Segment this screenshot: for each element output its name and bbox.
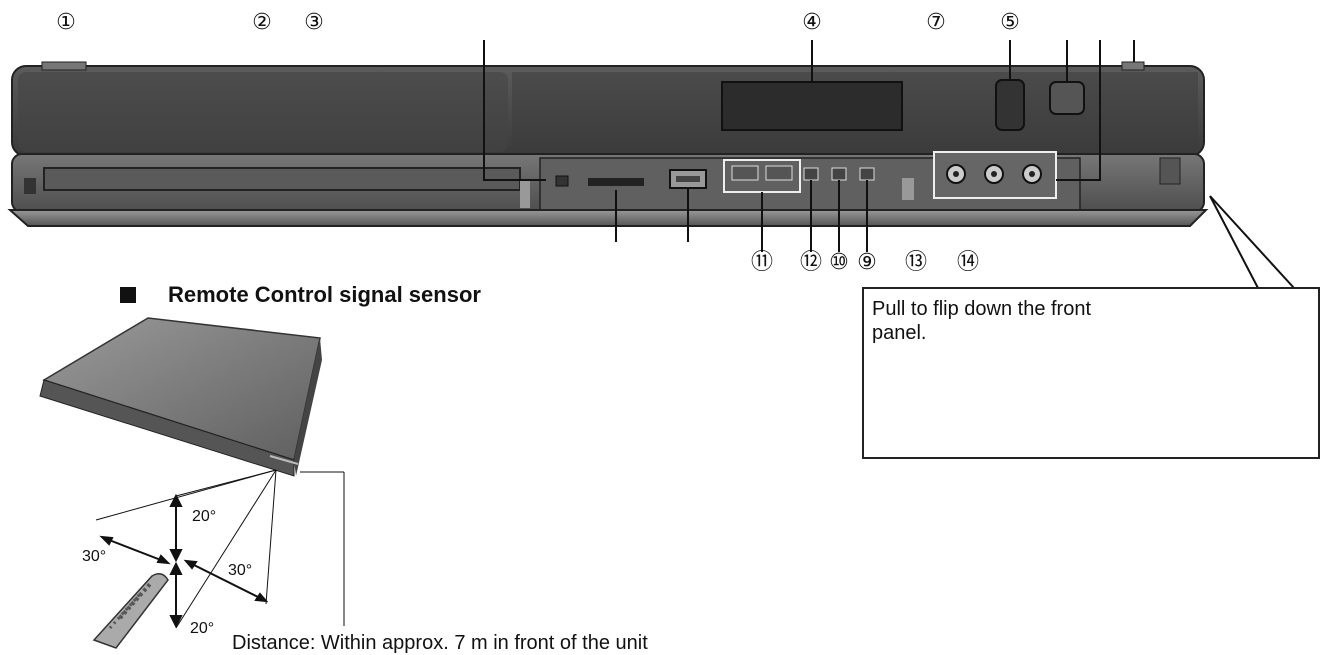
power-button: [1049, 81, 1085, 115]
bullet-square-icon: [120, 287, 136, 303]
unit-upper-body: [11, 65, 1205, 157]
callout-1: ①: [56, 10, 76, 35]
callout-13: ⑬: [904, 250, 927, 275]
callout-4: ④: [802, 10, 822, 35]
section-heading: Remote Control signal sensor: [120, 282, 481, 308]
flip-down-panel: [7, 209, 1209, 227]
sensor-angle-lines: [95, 469, 345, 629]
angle-label-left: 30°: [82, 548, 107, 565]
callout-12: ⑫: [799, 250, 822, 275]
top-right-tab: [1121, 61, 1145, 71]
callout-5: ⑤: [1000, 10, 1020, 35]
open-close-button: [41, 61, 87, 71]
angle-label-right: 30°: [228, 562, 253, 579]
callout-14: ⑭: [956, 250, 979, 275]
front-panel-callout-box: Pull to flip down the front panel.: [862, 287, 1320, 459]
small-button: [555, 175, 569, 187]
distance-note: Distance: Within approx. 7 m in front of…: [232, 632, 648, 654]
sd-card-slot: [588, 178, 644, 186]
disc-tray: [43, 167, 521, 191]
leader-lines: [483, 40, 1295, 289]
angle-arrows: [99, 493, 269, 629]
display-window: [721, 81, 903, 131]
callout-10: ⑩: [829, 250, 849, 275]
unit-lower-body: [11, 151, 1205, 213]
callout-7: ⑦: [926, 10, 946, 35]
callout-9: ⑨: [857, 250, 877, 275]
remote-control-illustration: [92, 573, 169, 649]
callout-3: ③: [304, 10, 324, 35]
unit-perspective-illustration: [39, 317, 322, 477]
section-heading-text: Remote Control signal sensor: [168, 282, 481, 307]
callout-2: ②: [252, 10, 272, 35]
front-panel-note: Pull to flip down the front panel.: [872, 298, 1092, 344]
callout-11: ⑪: [750, 250, 773, 275]
remote-sensor: [995, 79, 1025, 131]
angle-label-top: 20°: [192, 508, 217, 525]
angle-label-bottom: 20°: [190, 620, 215, 637]
